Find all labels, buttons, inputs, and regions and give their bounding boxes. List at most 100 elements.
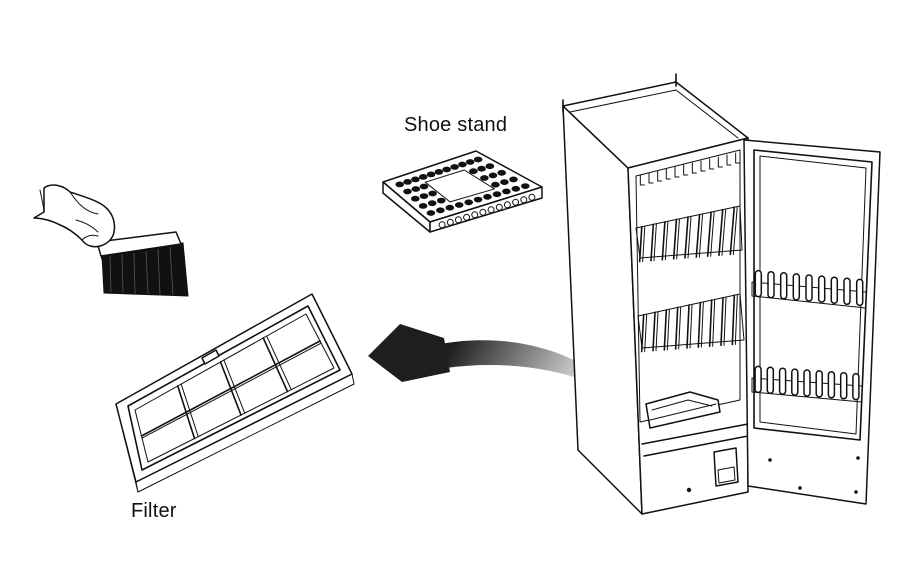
shoe-stand-hole	[411, 176, 420, 183]
cabinet-shelf-rod	[663, 309, 668, 351]
shoe-stand-hole	[418, 174, 428, 180]
cabinet-shelf-rod	[672, 218, 678, 260]
cabinet-shelf-rod	[734, 294, 738, 345]
shoe-stand-hole	[426, 210, 436, 216]
shoe-stand-front-hole	[438, 221, 446, 229]
shoe-stand-front-hole	[528, 193, 536, 201]
shoe-stand-front-hole	[503, 201, 511, 209]
shoe-stand-label: Shoe stand	[404, 114, 508, 136]
door-rack-peg	[839, 371, 848, 400]
cabinet-shelf-rod	[700, 302, 704, 348]
cabinet-shelf-rod	[684, 216, 689, 259]
cabinet-shelf-rod	[652, 311, 656, 352]
shoe-stand-hole	[445, 204, 455, 211]
door-rack-peg	[754, 269, 763, 298]
shoe-stand-hole	[491, 181, 500, 188]
cabinet-shelf-rod	[687, 216, 692, 259]
shoe-stand-hole	[436, 207, 445, 214]
door-rack-peg	[767, 270, 775, 299]
shoe-stand-hole	[469, 168, 478, 175]
door-rack-bar	[751, 377, 863, 403]
cabinet-shelf-rod	[706, 211, 712, 258]
shoe-stand-hole	[480, 175, 489, 181]
cabinet-shelf-rod	[666, 309, 670, 351]
filter-grid-line	[141, 342, 322, 439]
cabinet-shelf-rod	[731, 294, 736, 346]
door-rack-peg	[805, 274, 813, 302]
door-rack-peg	[817, 275, 826, 303]
cabinet-shelf-rod	[718, 208, 724, 257]
door-rack-peg	[830, 276, 839, 304]
cabinet-shelf	[637, 293, 745, 349]
shoe-stand-hole	[465, 159, 475, 165]
cabinet-hook	[657, 170, 663, 182]
cabinet-shelf-rod	[638, 225, 643, 263]
shoe-stand-front-hole	[495, 203, 503, 211]
filter-icon	[115, 293, 355, 493]
door-shoe-racks	[751, 269, 867, 403]
shoe-stand-holes	[395, 156, 530, 216]
shoe-stand-hole	[485, 163, 495, 170]
shoe-stand-hole	[477, 165, 486, 172]
shoe-stand-hole	[464, 199, 474, 206]
cabinet-shelf-rod	[661, 221, 666, 261]
shoe-stand-hole	[427, 200, 437, 207]
cabinet-shelf-rod	[642, 226, 646, 263]
shoe-stand-front-hole	[471, 211, 479, 219]
cabinet-shelf-rod	[710, 211, 715, 257]
cabinet-shelf-rod	[640, 313, 645, 353]
door-rack-peg	[803, 369, 811, 397]
cabinet-top-hooks	[639, 152, 741, 186]
cabinet-shelf-rod	[653, 223, 657, 262]
shoe-stand-front-hole	[479, 208, 487, 216]
cabinet-shelf-rod	[676, 218, 680, 260]
cabinet-shelf-rod	[655, 311, 659, 352]
cabinet-hook	[691, 162, 697, 174]
filter-grid-line	[140, 340, 321, 437]
shoe-stand-icon	[382, 150, 543, 233]
shoe-stand-hole	[521, 183, 530, 190]
shoe-stand-hole	[442, 166, 452, 173]
cabinet-shelf-rod	[644, 314, 648, 353]
door-rack-peg	[791, 368, 799, 396]
cabinet-hook	[648, 172, 654, 184]
cabinet-shelf-rod	[689, 304, 693, 349]
cabinet-hook	[717, 156, 723, 168]
shoe-stand-hole	[492, 191, 502, 198]
shoe-stand-hole	[502, 188, 511, 195]
shoe-stand-hole	[458, 161, 467, 168]
shoe-cabinet-icon	[562, 73, 881, 515]
cabinet-shelf-rod	[729, 206, 736, 256]
cabinet-hook	[700, 160, 706, 172]
shoe-stand-hole	[434, 169, 444, 175]
door-rack-peg	[827, 371, 836, 399]
shoe-stand-hole	[511, 185, 521, 192]
cabinet-shelf-rod	[708, 299, 713, 348]
cabinet-shelf-rod	[698, 214, 704, 258]
shoe-stand-hole	[426, 171, 436, 178]
shoe-stand-hole	[497, 169, 507, 176]
shoe-stand-hole	[419, 193, 429, 200]
cabinet-shelf-rod	[695, 213, 701, 258]
cabinet-hook	[735, 152, 741, 164]
cabinet-hook	[674, 166, 680, 178]
shoe-stand-hole	[411, 186, 421, 192]
cabinet-hook	[665, 168, 671, 180]
shoe-stand-hole	[509, 176, 518, 183]
cabinet-shelf-rod	[697, 301, 702, 348]
door-rack-peg	[766, 366, 775, 395]
shoe-stand-hole	[500, 179, 509, 186]
cabinet-hook	[683, 164, 689, 176]
door-rack-peg	[852, 372, 860, 401]
cabinet-shelf-rod	[732, 206, 738, 255]
shoe-stand-slot	[424, 169, 495, 203]
shoe-stand-hole	[473, 196, 483, 203]
shoe-stand-hole	[428, 190, 437, 197]
shoe-stand-front-hole	[487, 206, 495, 214]
cabinet-shelf-rod	[650, 223, 655, 262]
cabinet-hook	[709, 158, 715, 170]
cabinet-shelf-rod	[678, 306, 682, 350]
door-rack-peg	[792, 273, 801, 301]
shoe-stand-hole	[419, 183, 429, 190]
